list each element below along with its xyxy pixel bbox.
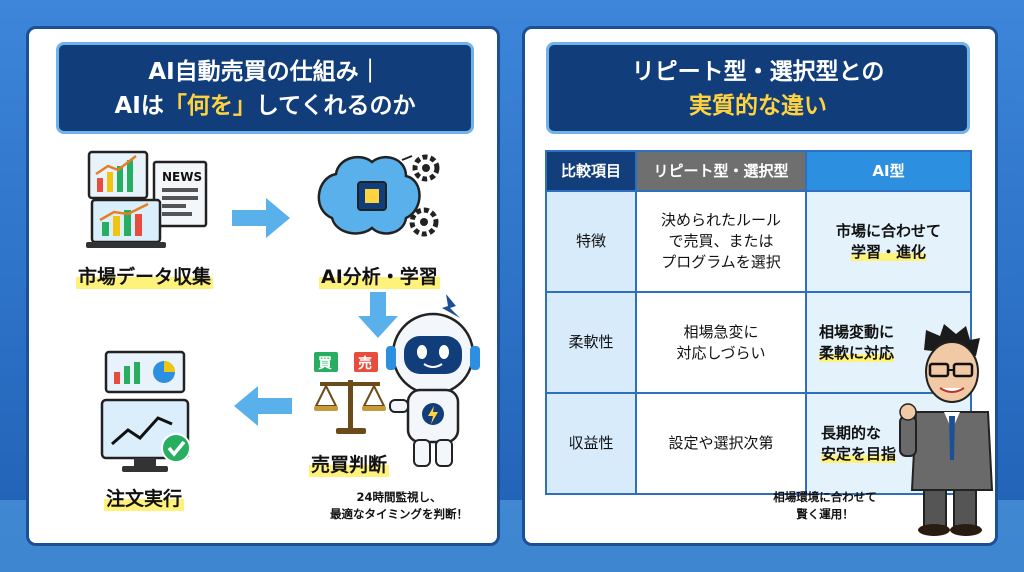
- order-execution-icon: [100, 350, 191, 472]
- businessman-character: [899, 324, 994, 536]
- left-title-line2-pre: AIは: [114, 93, 164, 119]
- right-title-line1: リピート型・選択型との: [631, 59, 885, 85]
- cell-text: 決められたルール: [660, 211, 781, 229]
- row-label-flexibility: 柔軟性: [545, 291, 637, 394]
- cell-text: 設定や選択次第: [668, 434, 774, 452]
- right-note-line1: 相場環境に合わせて: [773, 490, 877, 504]
- cell-text: 市場に合わせて: [835, 221, 941, 240]
- left-note: 24時間監視し、 最適なタイミングを判断！: [304, 489, 494, 523]
- cell-repeat-flexibility: 相場急変に 対応しづらい: [635, 291, 807, 394]
- step-market-data: 市場データ収集: [76, 262, 214, 289]
- cell-text-highlight: 柔軟に対応: [819, 343, 895, 362]
- header-ai-type: AI型: [805, 150, 972, 192]
- table-header-row: 比較項目 リピート型・選択型 AI型: [545, 150, 972, 192]
- left-note-line2: 最適なタイミングを判断！: [330, 507, 468, 521]
- cell-repeat-profitability: 設定や選択次第: [635, 392, 807, 495]
- header-repeat-select-type: リピート型・選択型: [635, 150, 807, 192]
- row-label-feature: 特徴: [545, 190, 637, 293]
- left-title-line2: AIは「何を」してくれるのか: [59, 91, 471, 121]
- buy-tag: 買: [318, 356, 333, 372]
- step-buy-sell-decision: 売買判断: [309, 450, 390, 477]
- left-title-line2-highlight: 「何を」: [163, 93, 256, 119]
- cell-text: 対応しづらい: [676, 343, 766, 362]
- left-title-line1: AI自動売買の仕組み｜: [148, 59, 382, 85]
- cell-text: 相場急変に: [683, 322, 759, 341]
- row-label-profitability: 収益性: [545, 392, 637, 495]
- arrow-right-icon: [232, 198, 290, 238]
- sell-tag: 売: [358, 355, 372, 372]
- arrow-left-icon: [234, 386, 292, 426]
- cell-text: プログラムを選択: [661, 253, 781, 271]
- cell-ai-feature: 市場に合わせて 学習・進化: [805, 190, 972, 293]
- arrow-down-icon: [358, 292, 398, 338]
- left-note-line1: 24時間監視し、: [356, 490, 442, 504]
- news-label: NEWS: [162, 170, 202, 184]
- cell-text: 相場変動に: [819, 322, 895, 341]
- cell-text: 長期的な: [821, 423, 882, 442]
- table-row: 特徴 決められたルール で売買、または プログラムを選択 市場に合わせて 学習・…: [545, 190, 972, 293]
- step-ai-analysis: AI分析・学習: [319, 262, 440, 289]
- header-comparison-item: 比較項目: [545, 150, 637, 192]
- step-order-execution: 注文実行: [104, 484, 185, 511]
- robot-character: [386, 294, 480, 467]
- right-note: 相場環境に合わせて 賢く運用！: [760, 489, 890, 523]
- right-title-line2: 実質的な違い: [689, 93, 827, 119]
- right-title: リピート型・選択型との 実質的な違い: [546, 42, 970, 134]
- left-title: AI自動売買の仕組み｜ AIは「何を」してくれるのか: [56, 42, 474, 134]
- cell-text-highlight: 学習・進化: [850, 242, 926, 261]
- left-title-line2-post: してくれるのか: [255, 93, 416, 119]
- cell-text-highlight: 安定を目指: [821, 444, 897, 463]
- scale-icon: 買 売: [314, 352, 386, 434]
- cell-text: で売買、または: [668, 232, 774, 250]
- market-data-icon: NEWS: [86, 150, 208, 248]
- cell-repeat-feature: 決められたルール で売買、または プログラムを選択: [635, 190, 807, 293]
- right-note-line2: 賢く運用！: [796, 507, 854, 521]
- ai-brain-icon: [317, 154, 440, 237]
